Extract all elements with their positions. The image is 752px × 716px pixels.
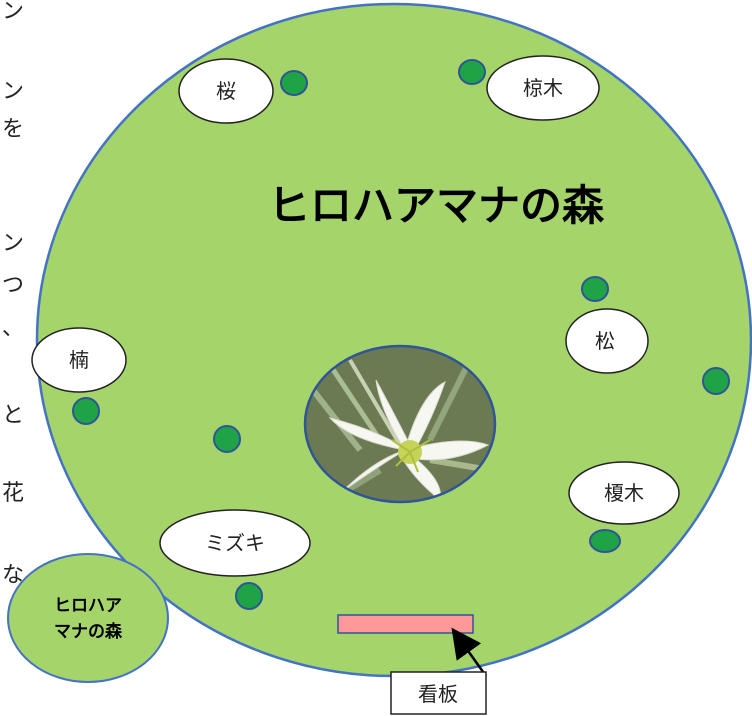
sign-label-box [390, 671, 487, 715]
margin-char: ン [2, 231, 24, 256]
tree-label-bubble [31, 327, 127, 393]
tree-dot [589, 529, 621, 553]
tree-label-sakura: 桜 [216, 79, 236, 103]
tree-dots [72, 59, 730, 610]
margin-char: な [2, 563, 24, 588]
margin-char: 、 [2, 316, 24, 341]
tree-label-kusu: 楠 [69, 348, 89, 372]
tree-dot [702, 367, 730, 395]
tree-dot [72, 397, 100, 425]
tree-label-matsu: 松 [595, 329, 615, 353]
margin-char: と [2, 403, 24, 428]
white-flower-photo [305, 346, 495, 502]
tree-dot [581, 276, 609, 302]
tree-labels: 桜 椋木 楠 松 榎木 ミズキ [31, 55, 680, 577]
tree-label-bubble [159, 509, 311, 577]
margin-text: ン ン を ン つ 、 と 花 な [2, 0, 24, 588]
legend-title-line-2: マナの森 [54, 621, 123, 642]
tree-label-mizuki: ミズキ [205, 531, 265, 555]
legend-forest [7, 553, 169, 683]
forest-title: ヒロハアマナの森 [268, 181, 605, 230]
margin-char: つ [2, 273, 24, 298]
tree-dot [235, 582, 263, 610]
tree-label-bubble [568, 461, 680, 525]
tree-label-bubble [486, 55, 600, 121]
margin-char: ン [2, 0, 24, 24]
tree-label-bubble [178, 58, 274, 124]
sign-marker [337, 614, 474, 634]
margin-char: 花 [2, 481, 24, 506]
margin-char: ン [2, 79, 24, 104]
tree-dot [458, 59, 486, 85]
margin-char: を [2, 117, 24, 142]
tree-label-bubble [565, 308, 649, 374]
tree-dot [280, 70, 308, 96]
legend-title-line-1: ヒロハア [54, 596, 122, 616]
tree-label-mukunoki: 椋木 [523, 76, 563, 100]
tree-label-enoki: 榎木 [604, 481, 644, 505]
sign-label: 看板 [418, 682, 458, 706]
tree-dot [213, 425, 241, 453]
photo-frame [303, 344, 497, 504]
